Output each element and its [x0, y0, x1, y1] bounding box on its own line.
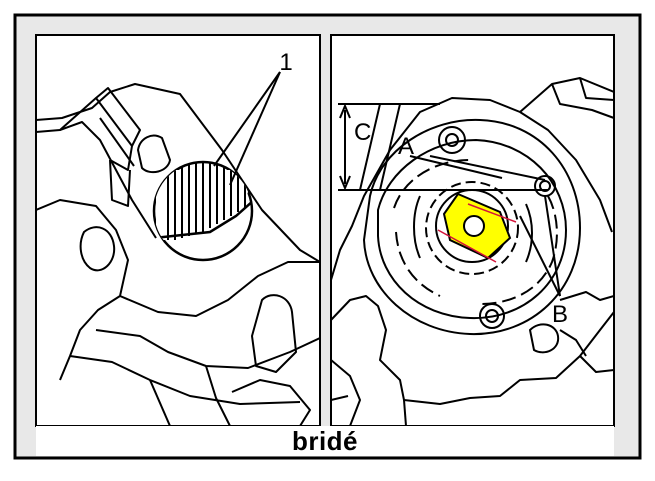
magnifier-lens — [152, 160, 254, 262]
label-a: A — [398, 133, 414, 160]
engine-block-outline — [36, 83, 320, 263]
left-panel — [36, 83, 320, 426]
caption-bar: bridé — [36, 426, 614, 456]
label-a-group: A — [398, 133, 546, 181]
label-b-group: B — [519, 195, 568, 328]
bolt-top — [438, 126, 466, 154]
caption-text: bridé — [291, 425, 359, 456]
callout-1-label: 1 — [279, 49, 292, 76]
alignment-mark-bottom — [437, 229, 497, 263]
callout-1: 1 — [213, 49, 293, 186]
label-c: C — [354, 119, 371, 146]
label-b: B — [552, 301, 568, 328]
alignment-mark-top — [467, 203, 517, 223]
dimension-c: C — [338, 103, 548, 191]
pulley-outer — [363, 118, 581, 336]
hex-nut-highlight — [437, 192, 517, 263]
bolt-bottom — [479, 303, 505, 329]
